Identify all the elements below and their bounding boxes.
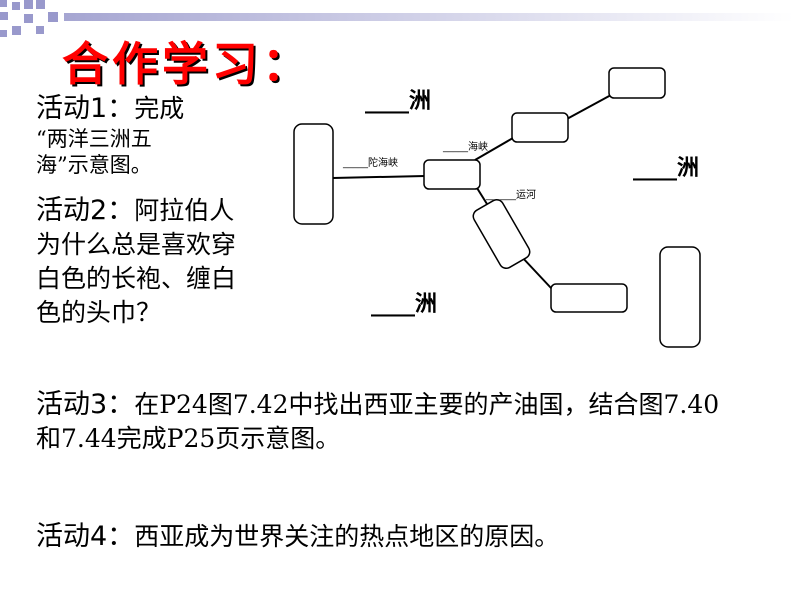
- activity-2-line-2: 为什么总是喜欢穿: [36, 230, 237, 259]
- connector-top: [564, 94, 612, 121]
- continent-label-right: ____洲: [633, 156, 700, 181]
- activity-2: 活动2：阿拉伯人 为什么总是喜欢穿 白色的长袍、缠白 色的头巾？: [36, 194, 236, 330]
- activity-1-line-1: 完成: [134, 94, 185, 123]
- box-lower-sea: [472, 198, 531, 270]
- activity-2-line-4: 色的头巾？: [36, 298, 162, 327]
- page-title: 合作学习：: [62, 37, 312, 91]
- continent-label-bottom: ____洲: [371, 292, 438, 317]
- activity-3: 活动3：在P24图7.42中找出西亚主要的产油国，结合图7.40 和7.44完成…: [36, 388, 719, 456]
- activity-3-line-2: 和7.44完成P25页示意图。: [36, 424, 341, 453]
- box-bottom-sea: [550, 283, 628, 313]
- strait-label-left: _____陀海峡: [343, 158, 398, 169]
- connector-bottom: [520, 255, 552, 289]
- box-left-continent: [293, 123, 334, 225]
- activity-1-line-3: 海”示意图。: [36, 153, 152, 177]
- activity-1-lead: 活动1：: [36, 93, 135, 124]
- canal-label: ______运河: [486, 190, 536, 201]
- connector-upper: [474, 137, 514, 161]
- activity-2-lead: 活动2：: [36, 195, 135, 226]
- continent-label-top: ____洲: [365, 89, 432, 114]
- activity-3-line-1: 在P24图7.42中找出西亚主要的产油国，结合图7.40: [134, 390, 720, 419]
- box-right-continent: [659, 246, 701, 348]
- connector-left: [332, 175, 426, 179]
- diagram-shapes: [293, 67, 701, 348]
- box-top-sea: [608, 67, 666, 99]
- activity-4-lead: 活动4：: [36, 521, 135, 552]
- activity-1: 活动1：完成 “两洋三洲五 海”示意图。: [36, 92, 184, 178]
- two-oceans-three-continents-diagram: ____洲 ____洲 ____洲 _____陀海峡 _____海峡 _____…: [285, 60, 715, 360]
- activity-4-text: 西亚成为世界关注的热点地区的原因。: [134, 522, 560, 551]
- activity-4: 活动4：西亚成为世界关注的热点地区的原因。: [36, 520, 559, 554]
- activity-2-line-3: 白色的长袍、缠白: [36, 264, 237, 293]
- box-center-sea: [423, 159, 481, 190]
- activity-3-lead: 活动3：: [36, 389, 135, 420]
- activity-2-line-1: 阿拉伯人: [134, 196, 235, 225]
- corner-decoration: [0, 0, 794, 37]
- connector-lower: [476, 187, 488, 205]
- strait-label-top: _____海峡: [443, 142, 488, 153]
- activity-1-line-2: “两洋三洲五: [36, 127, 152, 151]
- box-upper-sea: [511, 112, 569, 143]
